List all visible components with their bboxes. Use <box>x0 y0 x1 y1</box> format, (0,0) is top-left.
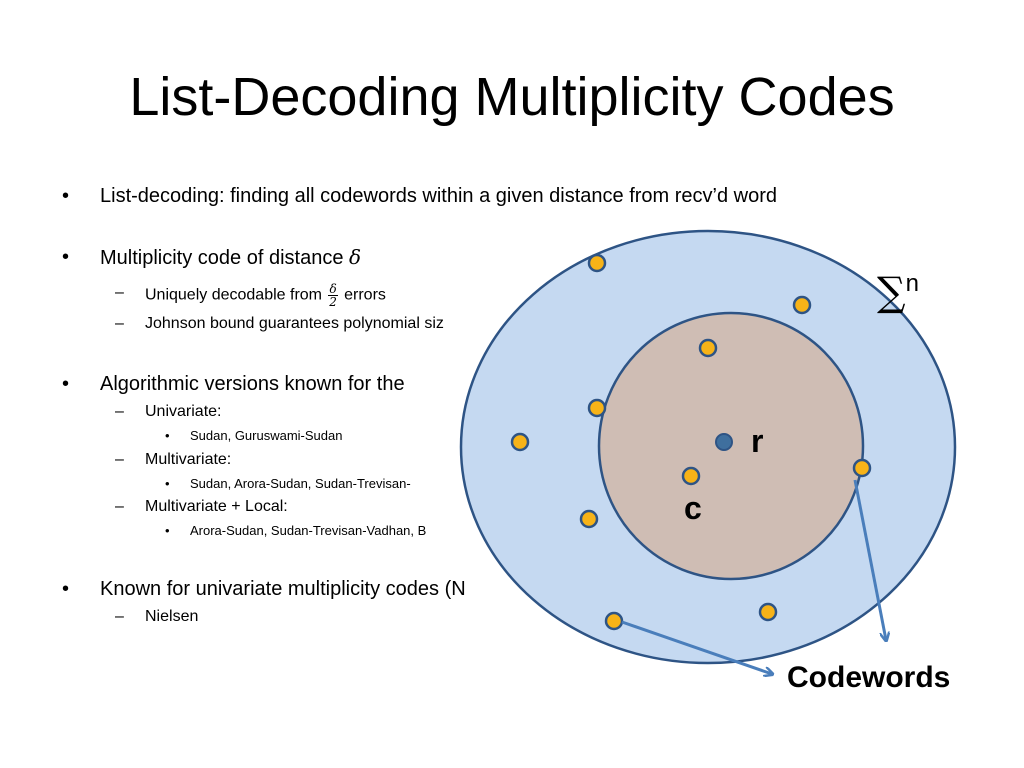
multivariate-local-references: Arora-Sudan, Sudan-Trevisan-Vadhan, B <box>190 523 427 538</box>
sub-bullet-marker: – <box>115 284 124 301</box>
fraction-numerator: δ <box>328 282 338 296</box>
sigma-n-label: ∑n <box>877 262 919 314</box>
codeword-point <box>510 432 530 452</box>
codeword-point <box>604 611 624 631</box>
codeword-point <box>587 398 607 418</box>
sub-bullet-marker: – <box>115 451 124 468</box>
sub-bullet-marker: – <box>115 498 124 515</box>
codewords-arrow-bottom <box>621 620 772 674</box>
bullet-multiplicity-distance-text: Multiplicity code of distance <box>100 247 350 269</box>
sub-bullet-multivariate: Multivariate: <box>145 451 232 468</box>
sub-bullet-multivariate-local: Multivariate + Local: <box>145 498 288 515</box>
sub-sub-bullet-marker: • <box>165 476 170 491</box>
uniquely-decodable-text: Uniquely decodable from <box>145 286 327 304</box>
sub-bullet-univariate: Univariate: <box>145 403 222 420</box>
bullet-multiplicity-distance: Multiplicity code of distance δ <box>100 245 361 270</box>
sub-sub-bullet-marker: • <box>165 428 170 443</box>
bullet-marker: • <box>62 578 70 600</box>
multivariate-references: Sudan, Arora-Sudan, Sudan-Trevisan- <box>190 476 411 491</box>
slide-title: List-Decoding Multiplicity Codes <box>129 67 895 127</box>
fraction-denominator: 2 <box>329 295 337 309</box>
codewords-label: Codewords <box>787 661 951 694</box>
received-word-point <box>715 433 733 451</box>
codeword-point <box>587 253 607 273</box>
bullet-univariate-known: Known for univariate multiplicity codes … <box>100 578 466 600</box>
delta-symbol: δ <box>349 245 362 269</box>
bullet-algorithmic-versions: Algorithmic versions known for the <box>100 373 405 395</box>
sub-bullet-marker: – <box>115 608 124 625</box>
codeword-point <box>852 458 872 478</box>
sigma-exponent: n <box>905 270 919 297</box>
univariate-references: Sudan, Guruswami-Sudan <box>190 428 343 443</box>
codeword-point <box>698 338 718 358</box>
codeword-point <box>758 602 778 622</box>
sub-bullet-marker: – <box>115 403 124 420</box>
errors-text: errors <box>339 286 386 304</box>
bullet-marker: • <box>62 373 70 395</box>
codeword-point-c <box>681 466 701 486</box>
sub-bullet-johnson-bound: Johnson bound guarantees polynomial siz <box>145 315 444 332</box>
codewords-arrow-right <box>853 479 886 640</box>
codeword-c-label: c <box>684 490 702 526</box>
bullet-marker: • <box>62 185 70 207</box>
sub-bullet-nielsen: Nielsen <box>145 608 199 625</box>
codeword-point <box>792 295 812 315</box>
sigma-symbol: ∑ <box>877 269 906 316</box>
sub-sub-bullet-marker: • <box>165 523 170 538</box>
codeword-point <box>579 509 599 529</box>
sub-bullet-marker: – <box>115 315 124 332</box>
bullet-marker: • <box>62 246 70 268</box>
received-word-label: r <box>751 423 764 459</box>
bullet-list-decoding: List-decoding: finding all codewords wit… <box>100 185 778 207</box>
